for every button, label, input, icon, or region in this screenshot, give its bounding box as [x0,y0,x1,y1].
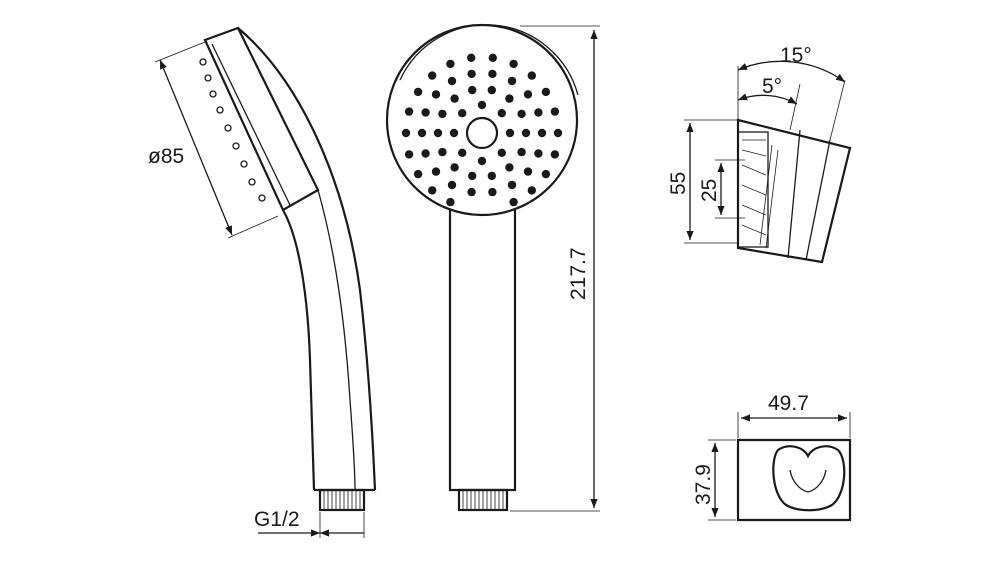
nozzle-dot [527,186,536,195]
front-head-outer [385,23,579,217]
nozzle-dot [488,69,497,79]
nozzle-dot [534,149,543,158]
bracket-body [736,438,852,522]
nozzle-dot [487,85,496,95]
nozzle-dot [421,149,430,158]
nozzle-dot [467,53,476,62]
angle-15-label: 15° [780,44,812,67]
nozzle-dot [521,128,531,138]
nozzle-dot [421,108,430,117]
nozzle-dot [449,128,459,138]
nozzle-dot [534,108,543,117]
nozzle-dot [446,59,455,69]
bracket-view: 49.7 37.9 [692,392,852,522]
nozzle-dot [477,100,487,110]
nozzle-dot [431,90,441,99]
nozzle-dot [553,128,563,138]
nozzle-dot [488,187,497,197]
angle-5-label: 5° [762,75,782,98]
nozzle-dot [527,71,536,80]
nozzle-dot [517,109,526,119]
nozzle-dot [509,197,518,207]
nozzle-dot [428,186,437,195]
nozzle-dot [497,148,506,157]
nozzle-dot [468,85,477,95]
front-nozzles [401,53,563,207]
diameter-label: ø85 [148,145,184,168]
nozzle-dot [467,69,476,79]
nozzle-dot [404,107,414,116]
nozzle-dot [487,171,496,181]
nozzle-dot [541,169,551,179]
nozzle-dot [523,167,533,176]
nozzle-dot [550,107,560,116]
thread-label: G1/2 [254,508,300,531]
nozzle-dot [433,128,443,138]
nozzle-dot [401,128,411,138]
nozzle-dot [505,163,514,172]
nozzle-dot [438,109,447,119]
holder-inner-label: 25 [698,179,721,202]
nozzle-dot [477,156,487,166]
nozzle-dot [537,128,547,138]
bracket-height-label: 37.9 [692,464,715,505]
side-handle-back [237,27,377,491]
nozzle-dot [517,147,526,157]
nozzle-dot [447,180,457,190]
bracket-cradle [772,445,846,512]
diameter-dimension-line [159,59,233,236]
nozzle-dot [446,197,455,207]
nozzle-dot [488,53,497,62]
holder-height-label: 55 [667,172,690,195]
nozzle-dot [447,76,457,86]
nozzle-dot [458,148,467,157]
nozzle-dot [450,163,459,172]
nozzle-dot [404,150,414,159]
holder-section: 15° 5° 55 25 [667,44,852,264]
nozzle-dot [417,128,427,138]
bracket-width-label: 49.7 [768,392,809,415]
front-view-shower: 217.7 [385,23,600,512]
nozzle-dot [497,109,506,118]
nozzle-dot [413,87,423,97]
nozzle-dot [467,187,476,197]
nozzle-dot [431,167,441,176]
nozzle-dot [507,180,517,190]
side-thread-connector [318,488,366,512]
nozzle-dot [509,59,518,69]
nozzle-dot [523,90,533,99]
nozzle-dot [413,169,423,179]
nozzle-dot [458,109,467,118]
nozzle-dot [505,94,514,103]
front-handle [448,210,517,492]
length-label: 217.7 [567,247,590,300]
nozzle-dot [550,150,560,159]
nozzle-dot [468,171,477,181]
side-handle-front [282,209,316,491]
nozzle-dot [541,87,551,97]
side-view-shower: ø85 G1/2 [148,26,377,538]
side-head-face [203,26,320,212]
front-center-ring [465,116,499,150]
nozzle-dot [450,94,459,103]
nozzle-dot [507,76,517,86]
nozzle-dot [428,71,437,80]
nozzle-dot [505,128,515,138]
nozzle-dot [438,147,447,157]
